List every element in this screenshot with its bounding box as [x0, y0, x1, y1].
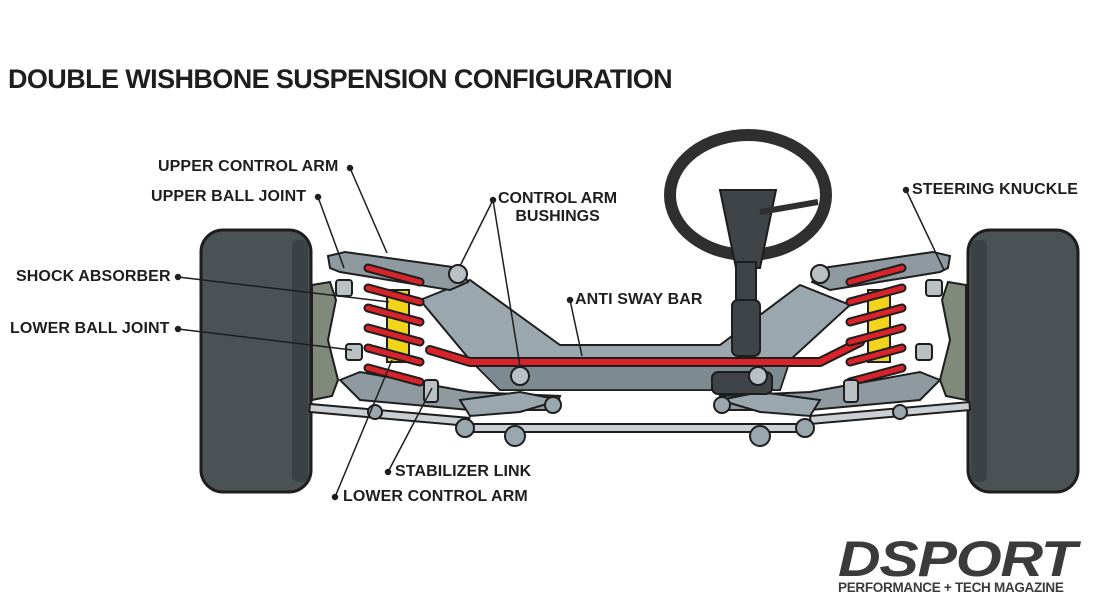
label-upper-ball-joint: UPPER BALL JOINT	[151, 188, 307, 205]
label-control-arm-bushings-line1: CONTROL ARM	[498, 190, 618, 207]
label-steering-knuckle: STEERING KNUCKLE	[912, 181, 1079, 198]
diagram-title: DOUBLE WISHBONE SUSPENSION CONFIGURATION	[8, 64, 673, 94]
label-stabilizer-link: STABILIZER LINK	[395, 463, 532, 480]
label-upper-control-arm: UPPER CONTROL ARM	[158, 158, 339, 175]
steering-rack-links	[458, 390, 822, 418]
label-control-arm-bushings-line2: BUSHINGS	[515, 208, 600, 225]
label-shock-absorber: SHOCK ABSORBER	[16, 268, 171, 285]
leader-lines	[174, 164, 945, 501]
dsport-logo: DSPORT PERFORMANCE + TECH MAGAZINE	[838, 534, 1086, 595]
logo-tagline: PERFORMANCE + TECH MAGAZINE	[838, 580, 1064, 595]
right-steering-knuckle	[938, 280, 967, 402]
label-lower-control-arm: LOWER CONTROL ARM	[343, 488, 528, 505]
tie-rods	[308, 400, 972, 433]
label-anti-sway-bar: ANTI SWAY BAR	[575, 291, 703, 308]
left-shock-absorber	[386, 289, 410, 363]
control-arm-bushings	[448, 264, 830, 386]
logo-name: DSPORT	[838, 531, 1077, 587]
label-control-arm-bushings: CONTROL ARM BUSHINGS	[498, 190, 617, 226]
left-steering-knuckle	[311, 280, 340, 402]
steering-column	[664, 129, 832, 395]
label-lower-ball-joint: LOWER BALL JOINT	[10, 320, 170, 337]
left-tire	[199, 228, 313, 494]
left-upper-control-arm	[326, 250, 470, 292]
right-tire	[966, 228, 1080, 494]
